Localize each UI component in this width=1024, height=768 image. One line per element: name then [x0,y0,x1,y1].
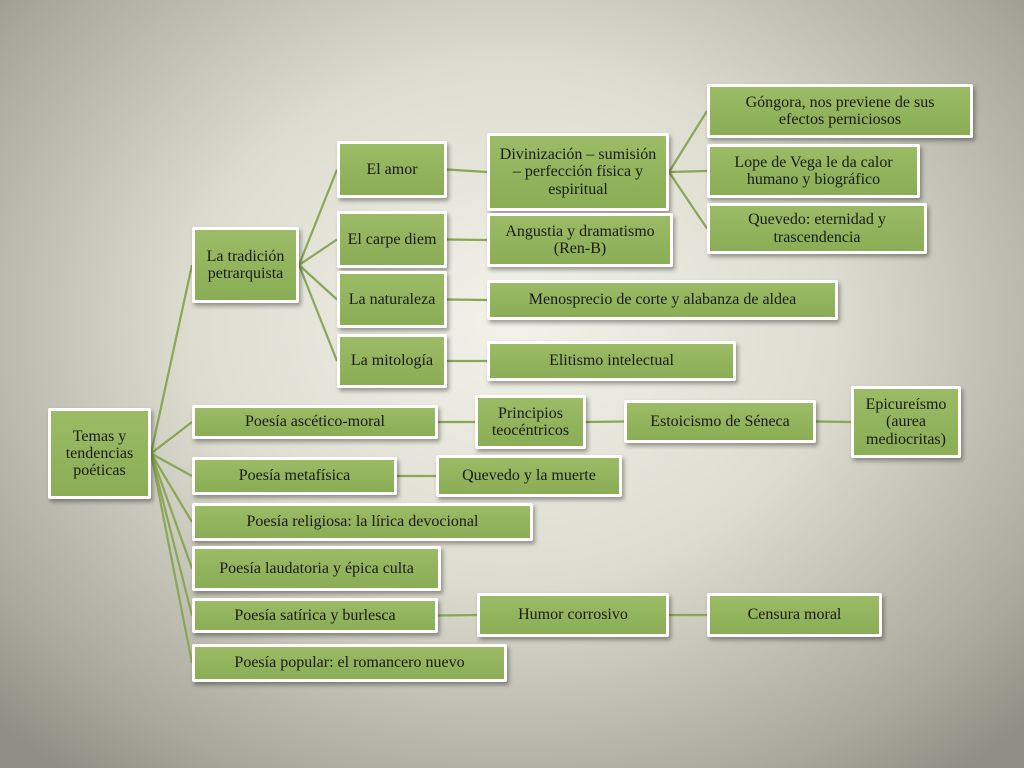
connector-esto-epi [815,420,852,424]
node-menosprecio-de-corte: Menosprecio de corte y alabanza de aldea [487,280,838,320]
node-la-naturaleza: La naturaleza [337,271,447,328]
node-elitismo-intelectual: Elitismo intelectual [487,341,736,381]
node-temas-y-tendencias: Temas y tendencias poéticas [48,408,151,499]
connector-root-meta [150,452,193,477]
node-poesia-metafisica: Poesía metafísica [192,457,397,495]
node-estoicismo-de-seneca: Estoicismo de Séneca [624,400,816,443]
node-tradicion-petrarquista: La tradición petrarquista [192,227,299,303]
node-angustia-dramatismo: Angustia y dramatismo (Ren-B) [487,213,673,267]
connector-prin-esto [585,420,625,424]
node-epicureismo: Epicureísmo (aurea mediocritas) [851,386,961,458]
node-la-mitologia: La mitología [337,334,447,388]
node-censura-moral: Censura moral [707,593,882,637]
node-poesia-laudatoria: Poesía laudatoria y épica culta [192,546,441,591]
node-humor-corrosivo: Humor corrosivo [477,593,669,637]
node-principios-teocentricos: Principios teocéntricos [475,395,586,449]
node-poesia-religiosa: Poesía religiosa: la lírica devocional [192,503,533,541]
connector-petr-amor [297,169,339,266]
node-quevedo-eternidad: Quevedo: eternidad y trascendencia [707,203,927,254]
node-poesia-satirica: Poesía satírica y burlesca [192,598,438,633]
connector-divi-gong [668,110,708,173]
node-quevedo-y-la-muerte: Quevedo y la muerte [436,455,622,497]
connector-root-rel [150,452,193,523]
connector-root-sat [149,453,194,616]
connector-petr-nat [298,264,338,301]
node-el-amor: El amor [337,141,447,198]
connector-amor-divi [446,168,488,174]
node-divinizacion: Divinización – sumisión – perfección fís… [487,133,669,211]
node-gongora: Góngora, nos previene de sus efectos per… [707,84,973,138]
connector-root-petr [149,264,194,454]
node-el-carpe-diem: El carpe diem [337,211,447,268]
connector-nat-men [446,298,488,302]
connector-petr-carpe [298,238,338,266]
connector-root-lau [149,453,194,569]
connector-divi-qet [668,171,708,230]
node-lope-de-vega: Lope de Vega le da calor humano y biográ… [707,144,920,198]
connector-divi-lope [668,169,708,174]
connector-petr-mito [297,264,339,362]
node-poesia-ascetico-moral: Poesía ascético-moral [192,405,438,439]
node-poesia-popular: Poesía popular: el romancero nuevo [192,644,507,682]
connector-sat-hum [437,613,478,617]
connector-carpe-ang [446,238,488,242]
connector-root-pop [149,453,194,664]
connector-root-asc [150,421,193,455]
